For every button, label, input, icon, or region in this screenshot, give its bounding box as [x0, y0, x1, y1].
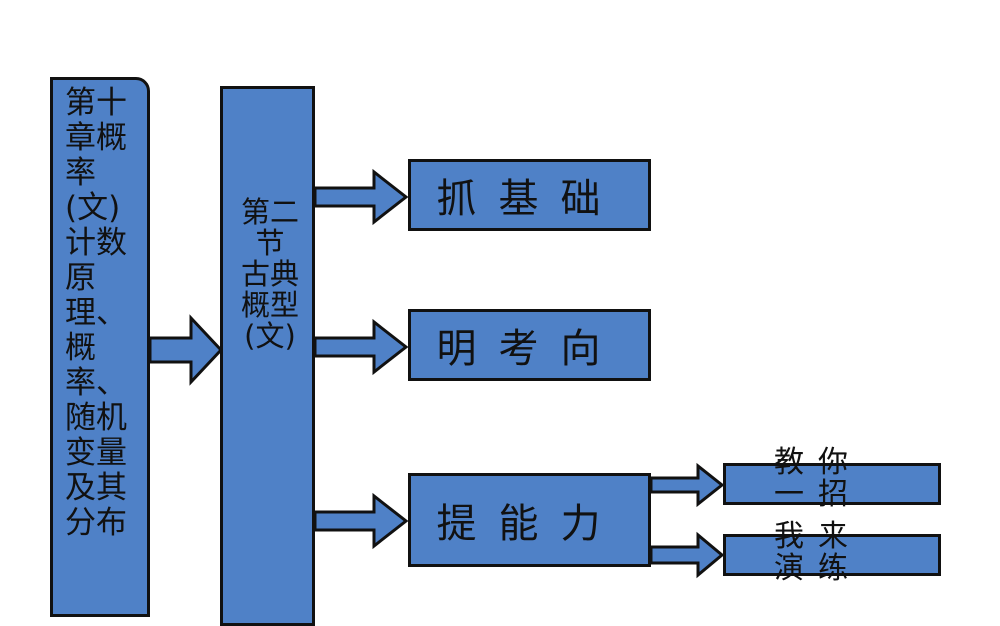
branch-label-basics: 抓基础	[436, 176, 623, 222]
arrow-to-branch-3	[313, 492, 409, 550]
sub-box-practice[interactable]	[723, 534, 941, 576]
branch-box-basics[interactable]: 抓基础	[408, 159, 651, 231]
branch-label-exam-direction: 明考向	[436, 326, 623, 372]
arrow-to-sub-1	[649, 462, 725, 508]
section-title: 第二节 古典概型(文)	[241, 195, 300, 353]
branch-box-ability[interactable]: 提能力	[408, 473, 651, 567]
section-box[interactable]: 第二节 古典概型(文)	[220, 86, 315, 626]
sub-label-practice: 我来演练	[774, 519, 862, 586]
sub-label-teach-trick: 教你一招	[774, 445, 862, 512]
arrow-to-branch-2	[313, 318, 409, 376]
arrow-to-branch-1	[313, 168, 409, 226]
arrow-chapter-to-section	[148, 314, 224, 386]
branch-box-exam-direction[interactable]: 明考向	[408, 309, 651, 381]
arrow-to-sub-2	[649, 531, 725, 579]
branch-label-ability: 提能力	[436, 501, 623, 547]
chapter-title: 第十章概率(文)计数原理、概率、随机变量及其分布	[65, 85, 127, 541]
chapter-box[interactable]: 第十章概率(文)计数原理、概率、随机变量及其分布	[50, 77, 150, 617]
arrow-layer	[148, 168, 725, 579]
sub-box-teach-trick[interactable]	[723, 463, 941, 505]
